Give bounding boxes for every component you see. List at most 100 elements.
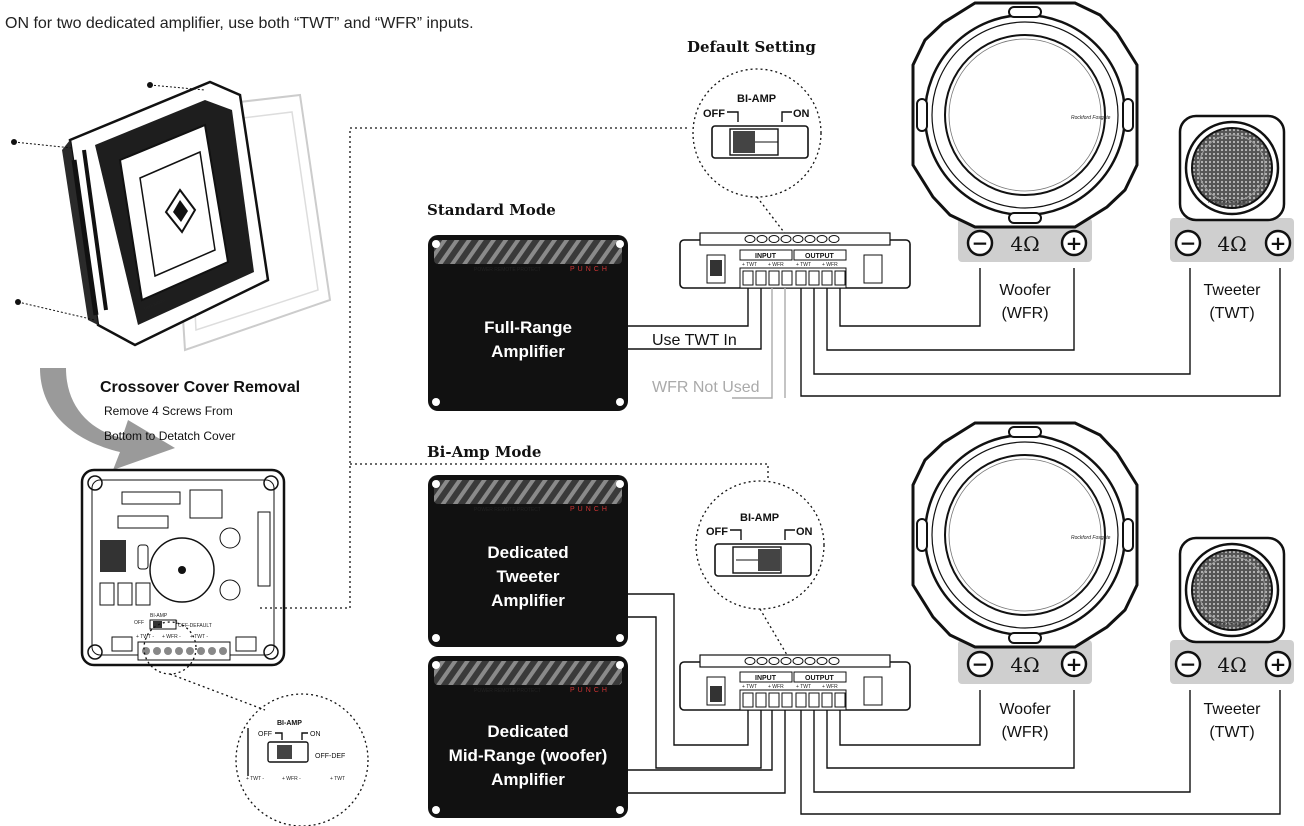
full-range-amplifier: POWER REMOTE PROTECT PUNCH Full-Range Am… <box>428 235 628 411</box>
crossover-unit-illustration: oooooooo <box>62 80 332 352</box>
default-setting-heading: Default Setting <box>687 38 816 56</box>
crossover-block-standard: INPUT OUTPUT + TWT + WFR + TWT + WFR <box>679 232 911 289</box>
biamp-tweeter-minus-sign: − <box>1180 652 1197 676</box>
full-range-amp-line1: Full-Range <box>484 318 572 337</box>
bi-input-twt-label: + TWT <box>742 684 757 690</box>
zoom-off-def-label: OFF-DEF <box>315 753 345 760</box>
std-output-label: OUTPUT <box>805 253 835 260</box>
tweeter-minus-sign: − <box>1180 231 1197 255</box>
crossover-block-biamp: INPUT OUTPUT + TWT + WFR + TWT + WFR <box>679 654 911 711</box>
zoom-twt-label: + TWT - <box>246 776 264 782</box>
zoom-off-label: OFF <box>258 731 272 738</box>
zoom-twt2-label: + TWT <box>330 776 345 782</box>
standard-mode-heading: Standard Mode <box>427 201 556 219</box>
amp-brand-label: PUNCH <box>570 266 610 273</box>
std-input-twt-label: + TWT <box>742 262 757 268</box>
rf-logo-icon <box>164 188 197 234</box>
woofer-code-standard: (WFR) <box>1001 305 1048 322</box>
tweeter-code-standard: (TWT) <box>1209 305 1254 322</box>
svg-text:POWER REMOTE PROTECT: POWER REMOTE PROTECT <box>474 688 541 694</box>
use-twt-wire-label: Use TWT In <box>652 332 737 349</box>
biamp-woofer-minus-icon <box>966 650 994 678</box>
board-switch-zoom: BI-AMP OFF ON OFF-DEF + TWT - + WFR - + … <box>235 693 369 826</box>
woofer-minus-terminal-icon <box>966 229 994 257</box>
woofer-plus-sign: + <box>1066 231 1083 255</box>
tweeter-plus-terminal-icon <box>1264 229 1292 257</box>
tweeter-amp-line3: Amplifier <box>491 591 565 610</box>
default-switch-title: BI-AMP <box>737 93 776 105</box>
board-off-label: OFF <box>134 620 144 626</box>
bi-amp-switch: BI-AMP OFF ON <box>695 480 825 610</box>
zoom-on-label: ON <box>310 731 321 738</box>
intro-text: ON for two dedicated amplifier, use both… <box>5 15 474 32</box>
bi-terminal-strip <box>739 689 847 711</box>
tweeter-amp-line1: Dedicated <box>487 543 568 562</box>
board-off-default-label: OFF-DEFAULT <box>178 623 212 629</box>
woofer-amp-line2: Mid-Range (woofer) <box>449 746 608 765</box>
std-input-label: INPUT <box>755 253 777 260</box>
woofer-impedance: 4Ω <box>1010 232 1039 256</box>
tweeter-speaker-standard: − 4Ω + <box>1170 114 1294 262</box>
tweeter-impedance: 4Ω <box>1217 232 1246 256</box>
bi-amp-mode-heading: Bi-Amp Mode <box>427 443 541 461</box>
board-wfr-label: + WFR - <box>162 634 181 640</box>
zoom-wfr-label: + WFR - <box>282 776 301 782</box>
std-input-wfr-label: + WFR <box>768 262 784 268</box>
zoom-biamp-title: BI-AMP <box>277 720 302 727</box>
biamp-woofer-plus-icon <box>1060 650 1088 678</box>
biamp-switch-off: OFF <box>706 526 728 538</box>
cover-removal-title: Crossover Cover Removal <box>100 379 300 396</box>
biamp-tweeter-plus-icon <box>1264 650 1292 678</box>
tweeter-code-biamp: (TWT) <box>1209 724 1254 741</box>
crossover-board: BI-AMP OFF ON OFF-DEFAULT + TWT - + WFR … <box>80 468 286 667</box>
biamp-woofer-plus-sign: + <box>1066 652 1083 676</box>
std-output-twt-label: + TWT <box>796 262 811 268</box>
biamp-woofer-minus-sign: − <box>972 652 989 676</box>
bi-output-label: OUTPUT <box>805 675 835 682</box>
std-terminal-strip <box>739 267 847 289</box>
biamp-switch-title: BI-AMP <box>740 512 779 524</box>
woofer-name-biamp: Woofer <box>999 701 1051 718</box>
board-terminal-strip <box>137 641 231 661</box>
tweeter-plus-sign: + <box>1270 231 1287 255</box>
woofer-amp-line3: Amplifier <box>491 770 565 789</box>
tweeter-name-standard: Tweeter <box>1204 282 1262 299</box>
bi-output-twt-label: + TWT <box>796 684 811 690</box>
cover-removal-arrow-icon <box>40 368 175 470</box>
woofer-plus-terminal-icon <box>1060 229 1088 257</box>
woofer-speaker-biamp: − 4Ω + <box>911 421 1139 684</box>
tweeter-amp-brand: PUNCH <box>570 506 610 513</box>
tweeter-speaker-biamp: − 4Ω + <box>1170 536 1294 684</box>
bi-output-wfr-label: + WFR <box>822 684 838 690</box>
dedicated-tweeter-amplifier: POWER REMOTE PROTECT PUNCH Dedicated Twe… <box>428 475 628 647</box>
bi-input-label: INPUT <box>755 675 777 682</box>
dedicated-woofer-amplifier: POWER REMOTE PROTECT PUNCH Dedicated Mid… <box>428 656 628 818</box>
wfr-not-used-wire-label: WFR Not Used <box>652 379 760 396</box>
bi-input-wfr-label: + WFR <box>768 684 784 690</box>
screw-icons <box>11 82 206 321</box>
full-range-amp-line2: Amplifier <box>491 342 565 361</box>
board-twt-out-label: + TWT - <box>190 634 208 640</box>
woofer-amp-line1: Dedicated <box>487 722 568 741</box>
biamp-tweeter-minus-icon <box>1174 650 1202 678</box>
amp-side-fins <box>71 149 108 316</box>
woofer-amp-brand: PUNCH <box>570 687 610 694</box>
default-bi-amp-switch: BI-AMP OFF ON <box>692 68 822 198</box>
cover-removal-line1: Remove 4 Screws From <box>104 404 233 418</box>
default-switch-off: OFF <box>703 108 725 120</box>
std-output-wfr-label: + WFR <box>822 262 838 268</box>
biamp-woofer-impedance: 4Ω <box>1010 653 1039 677</box>
biamp-switch-on: ON <box>796 526 813 538</box>
tweeter-amp-line2: Tweeter <box>497 567 560 586</box>
woofer-code-biamp: (WFR) <box>1001 724 1048 741</box>
svg-text:POWER REMOTE PROTECT: POWER REMOTE PROTECT <box>474 267 541 273</box>
svg-text:POWER REMOTE PROTECT: POWER REMOTE PROTECT <box>474 507 541 513</box>
default-switch-on: ON <box>793 108 810 120</box>
woofer-minus-sign: − <box>972 231 989 255</box>
biamp-tweeter-plus-sign: + <box>1270 652 1287 676</box>
woofer-speaker-standard: − 4Ω + <box>911 1 1139 262</box>
tweeter-minus-terminal-icon <box>1174 229 1202 257</box>
board-biamp-label: BI-AMP <box>150 613 168 619</box>
woofer-name-standard: Woofer <box>999 282 1051 299</box>
